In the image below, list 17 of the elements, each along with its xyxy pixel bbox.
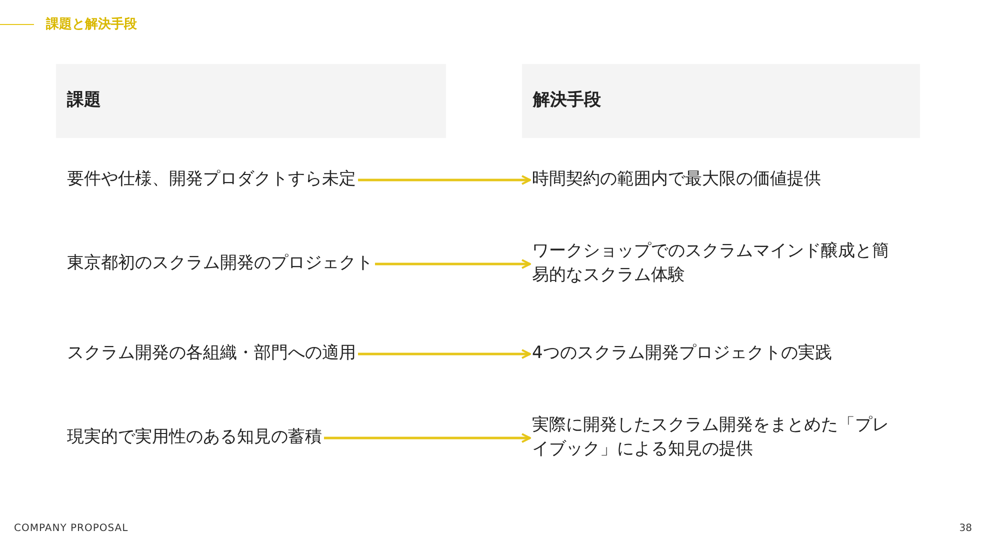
issue-text: 東京都初のスクラム開発のプロジェクト — [56, 226, 468, 302]
issue-text: 現実的で実用性のある知見の蓄積 — [56, 400, 468, 476]
arrow — [358, 349, 531, 359]
arrow — [324, 433, 531, 443]
solution-text: 実際に開発したスクラム開発をまとめた「プレイブック」による知見の提供 — [532, 400, 890, 476]
arrow — [375, 259, 531, 269]
solution-text: 時間契約の範囲内で最大限の価値提供 — [532, 142, 890, 218]
solution-text: 4つのスクラム開発プロジェクトの実践 — [532, 316, 890, 392]
column-header: 解決手段 — [522, 64, 920, 138]
page-number: 38 — [959, 523, 972, 534]
footer-text: COMPANY PROPOSAL — [14, 523, 128, 534]
arrow — [358, 175, 531, 185]
slide-title: 課題と解決手段 — [46, 16, 137, 33]
column-header: 課題 — [56, 64, 446, 138]
solution-text: ワークショップでのスクラムマインド醸成と簡易的なスクラム体験 — [532, 226, 890, 302]
issue-text: スクラム開発の各組織・部門への適用 — [56, 316, 468, 392]
issue-text: 要件や仕様、開発プロダクトすら未定 — [56, 142, 468, 218]
